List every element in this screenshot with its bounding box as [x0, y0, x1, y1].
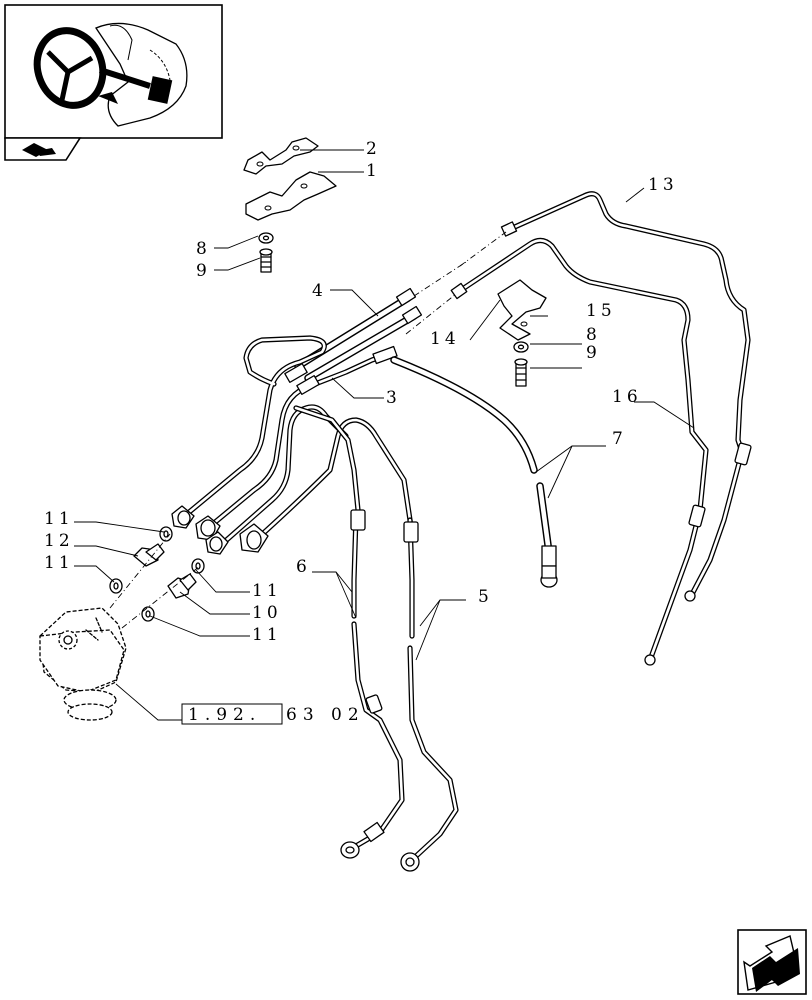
reference-suffix-text: 63 02	[286, 705, 365, 725]
callout-16: 16	[612, 387, 642, 407]
callout-15: 15	[586, 301, 616, 321]
tube-bundle-part-3[interactable]	[171, 335, 415, 555]
washer-part-8-right[interactable]	[513, 341, 529, 353]
callout-11-c: 11	[252, 581, 282, 601]
callout-12: 12	[44, 531, 74, 551]
callout-9-right: 9	[586, 343, 601, 363]
centerline-16	[405, 293, 457, 335]
callout-8: 8	[196, 239, 211, 259]
centerline-13	[413, 261, 467, 297]
washer-part-11-d[interactable]	[141, 606, 155, 622]
nut-end-3	[205, 531, 229, 555]
leader-lines	[74, 149, 695, 721]
callout-10: 10	[252, 603, 282, 623]
reference-label[interactable]: 1.92. 63 02	[181, 703, 365, 725]
pipe-part-5[interactable]	[400, 517, 459, 872]
centerline-13b	[459, 231, 507, 267]
clamp-lower-part-1[interactable]	[245, 171, 337, 221]
washer-part-8[interactable]	[258, 232, 274, 244]
bolt-part-9-right[interactable]	[514, 358, 528, 387]
centerline-valve-a	[109, 533, 171, 609]
washer-part-11-b[interactable]	[109, 578, 123, 594]
steering-valve[interactable]	[39, 607, 127, 721]
adapter-part-12[interactable]	[133, 543, 165, 567]
clamp-part-14[interactable]	[497, 279, 547, 341]
pipe-part-6[interactable]	[340, 509, 405, 859]
callout-13: 13	[648, 175, 678, 195]
centerline-valve-b	[121, 565, 201, 629]
callout-11-b: 11	[44, 553, 74, 573]
nut-end-1	[171, 505, 195, 529]
callout-1: 1	[366, 161, 381, 181]
next-arrow-icon[interactable]	[737, 929, 807, 995]
callout-2: 2	[366, 139, 381, 159]
thumbnail-panel[interactable]	[4, 4, 223, 139]
pipe-part-16[interactable]	[450, 237, 709, 666]
pipe-part-13[interactable]	[500, 191, 752, 602]
callout-14: 14	[430, 329, 460, 349]
callout-5: 5	[478, 587, 493, 607]
washer-part-11-a[interactable]	[159, 526, 173, 542]
callout-6: 6	[296, 557, 311, 577]
book-icon[interactable]	[4, 137, 82, 161]
callout-11-d: 11	[252, 625, 282, 645]
steering-wheel-thumbnail-icon	[33, 22, 188, 127]
callout-3: 3	[386, 388, 401, 408]
callout-labels: 2 1 8 9 4 3 14 15 8 9 16 13 7 6 5 11 12 …	[44, 139, 678, 645]
reference-boxed-text: 1.92.	[188, 705, 261, 725]
callout-7: 7	[612, 429, 627, 449]
fitting-part-4[interactable]	[294, 287, 423, 382]
bolt-part-9[interactable]	[259, 248, 273, 273]
nut-end-4	[239, 523, 269, 553]
hose-part-7[interactable]	[390, 356, 558, 588]
callout-4: 4	[312, 281, 327, 301]
clamp-upper-part-2[interactable]	[243, 137, 319, 175]
callout-9: 9	[196, 261, 211, 281]
adapter-part-10[interactable]	[167, 573, 197, 599]
callout-8-right: 8	[586, 325, 601, 345]
callout-11-a: 11	[44, 509, 74, 529]
